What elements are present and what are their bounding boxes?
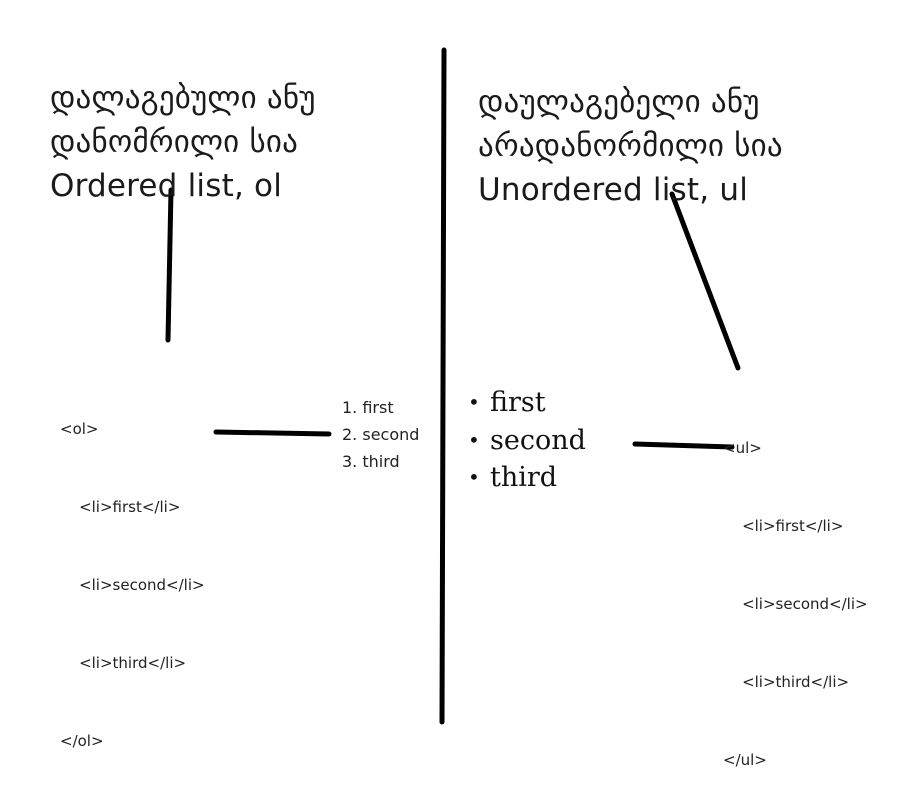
ol-heading-line-3: Ordered list, ol bbox=[50, 168, 283, 204]
ul-rendered-item: • third bbox=[468, 459, 586, 497]
ul-heading-connector bbox=[669, 191, 741, 371]
ul-code-line: <ul> bbox=[723, 439, 762, 457]
ul-code-snippet: <ul> <li>first</li> <li>second</li> <li>… bbox=[723, 383, 868, 799]
ul-rendered-item-label: second bbox=[490, 424, 586, 456]
ul-code-line: <li>second</li> bbox=[723, 595, 868, 613]
ol-heading: დალაგებული ანუ დანომრილი სია Ordered lis… bbox=[50, 76, 316, 208]
ol-heading-line-1: დალაგებული ანუ bbox=[50, 80, 316, 116]
ol-code-line: <ol> bbox=[60, 420, 99, 438]
ol-code-connector bbox=[213, 429, 332, 437]
ul-code-connector bbox=[632, 441, 735, 450]
ul-rendered-item: • first bbox=[468, 384, 586, 422]
ul-rendered-item-label: third bbox=[490, 462, 558, 493]
ul-code-line: <li>first</li> bbox=[723, 517, 844, 535]
ul-rendered-item: • second bbox=[468, 422, 586, 460]
ol-code-line: <li>first</li> bbox=[60, 498, 181, 516]
ol-code-line: <li>third</li> bbox=[60, 654, 187, 672]
ul-code-line: </ul> bbox=[723, 751, 767, 769]
connector-lines bbox=[165, 47, 741, 725]
ul-heading-line-1: დაულაგებელი ანუ bbox=[478, 84, 760, 120]
ol-rendered-output: 1. first 2. second 3. third bbox=[342, 394, 419, 475]
ol-code-line: <li>second</li> bbox=[60, 576, 205, 594]
ol-code-line: </ol> bbox=[60, 732, 104, 750]
bullet-icon: • bbox=[468, 465, 480, 489]
ul-heading: დაულაგებელი ანუ არადანორმილი სია Unorder… bbox=[478, 80, 783, 212]
ol-heading-connector bbox=[165, 187, 174, 343]
ul-rendered-output: • first • second • third bbox=[468, 384, 586, 497]
ul-heading-line-2: არადანორმილი სია bbox=[478, 128, 783, 164]
ul-code-line: <li>third</li> bbox=[723, 673, 850, 691]
ol-rendered-item: 3. third bbox=[342, 452, 400, 471]
ul-rendered-item-label: first bbox=[490, 387, 546, 418]
ol-rendered-item: 1. first bbox=[342, 398, 394, 417]
bullet-icon: • bbox=[468, 390, 480, 414]
ol-heading-line-2: დანომრილი სია bbox=[50, 124, 299, 160]
divider-line bbox=[439, 47, 447, 725]
bullet-icon: • bbox=[468, 427, 480, 452]
ol-code-snippet: <ol> <li>first</li> <li>second</li> <li>… bbox=[60, 364, 205, 780]
ol-rendered-item: 2. second bbox=[342, 425, 420, 444]
ul-heading-line-3: Unordered list, ul bbox=[478, 172, 749, 208]
